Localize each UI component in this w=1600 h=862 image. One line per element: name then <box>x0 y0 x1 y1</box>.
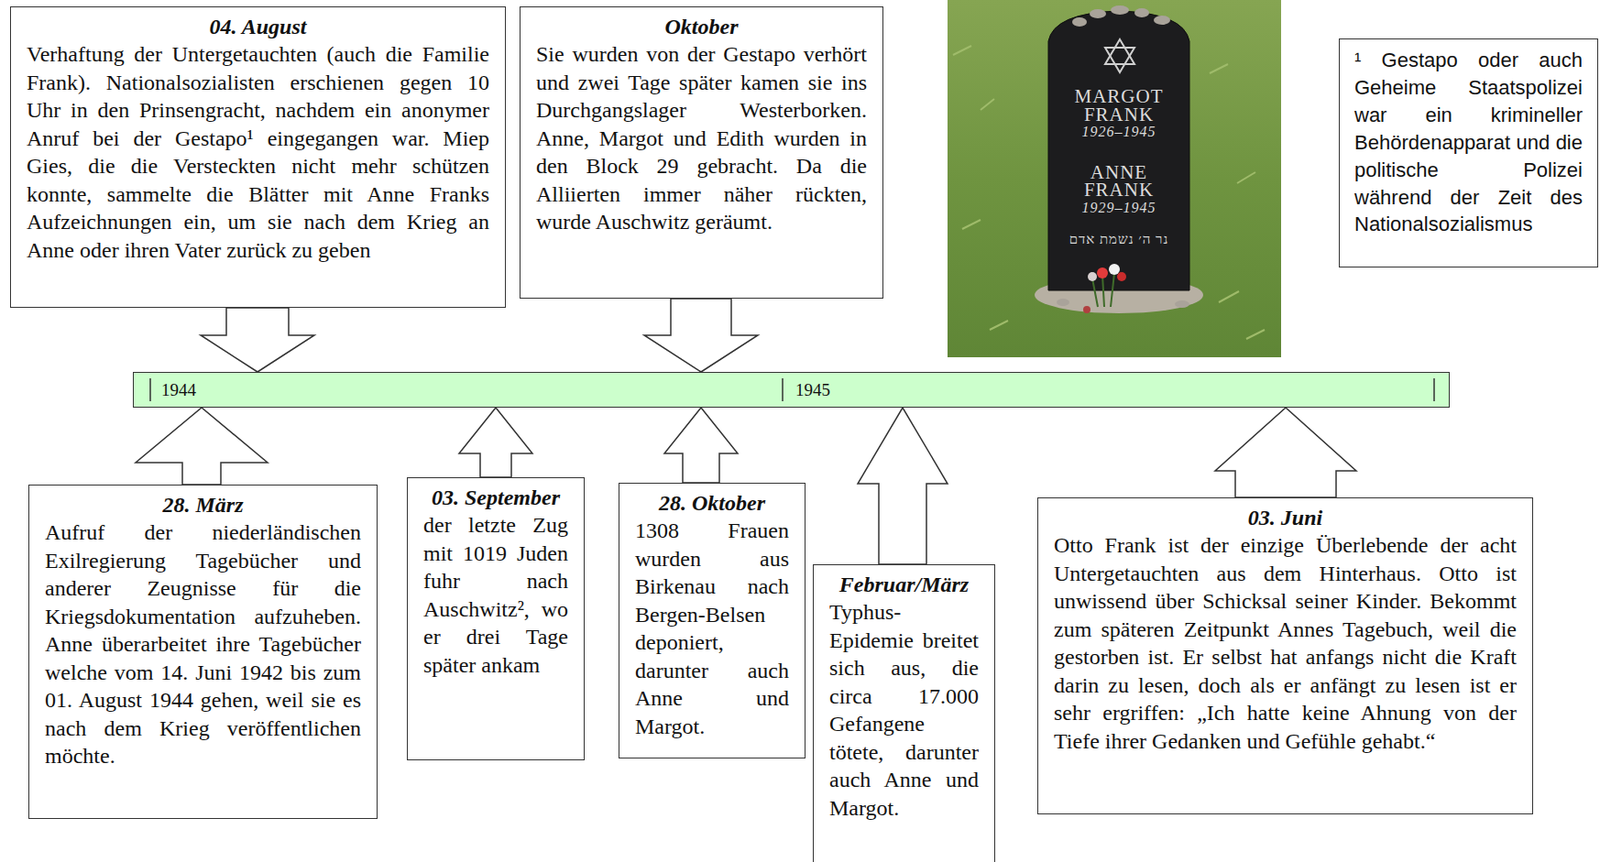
inscription-text: ANNE <box>1048 163 1190 183</box>
timeline-bar: 1944 1945 <box>132 372 1450 408</box>
event-date: Februar/März <box>829 570 979 599</box>
block-arrow <box>664 407 738 483</box>
inscription-text: FRANK <box>1048 105 1190 125</box>
event-date: 03. September <box>423 483 569 512</box>
event-date: 28. März <box>44 491 362 519</box>
grass-ground <box>947 0 1282 358</box>
event-text: Verhaftung der Untergetauchten (auch die… <box>26 40 490 264</box>
inscription-text: FRANK <box>1048 180 1190 200</box>
event-box: OktoberSie wurden von der Gestapo verhör… <box>519 6 884 299</box>
event-date: 28. Oktober <box>635 489 790 517</box>
star-of-david <box>1105 47 1135 73</box>
star-of-david <box>1105 39 1135 65</box>
year-label: 1944 <box>161 380 197 401</box>
inscription-text: נר ה׳ נשמת אדם <box>1048 232 1190 247</box>
event-date: Oktober <box>536 12 867 41</box>
event-text: Typhus-Epidemie breitet sich aus, die ci… <box>829 598 979 822</box>
event-box: 03. JuniOtto Frank ist der einzige Überl… <box>1037 497 1534 815</box>
event-date: 04. August <box>26 12 490 41</box>
tombstone <box>1048 10 1190 291</box>
footnote-box: ¹ Gestapo oder auch Geheime Staatspolize… <box>1338 38 1599 268</box>
pebbles <box>1056 5 1190 308</box>
year-label: 1945 <box>795 380 831 401</box>
event-box: 28. MärzAufruf der niederländischen Exil… <box>28 484 378 820</box>
year-tick <box>149 378 152 402</box>
event-text: Sie wurden von der Gestapo verhört und z… <box>536 40 867 236</box>
event-text: der letzte Zug mit 1019 Juden fuhr nach … <box>423 511 569 680</box>
grass-blades <box>953 45 1265 340</box>
block-arrow <box>200 307 315 373</box>
event-text: 1308 Frauen wurden aus Birkenau nach Ber… <box>635 516 790 741</box>
block-arrow <box>1215 407 1357 498</box>
event-box: 28. Oktober1308 Frauen wurden aus Birken… <box>618 482 806 759</box>
year-tick <box>1433 378 1436 402</box>
event-box: Februar/MärzTyphus-Epidemie breitet sich… <box>812 564 996 862</box>
inscription-text: MARGOT <box>1048 87 1190 107</box>
block-arrow <box>644 298 758 373</box>
flowers <box>1083 263 1127 314</box>
inscription-text: 1929–1945 <box>1048 200 1190 216</box>
block-arrow <box>857 407 948 565</box>
event-text: Otto Frank ist der einzige Überlebende d… <box>1053 531 1517 756</box>
event-box: 03. Septemberder letzte Zug mit 1019 Jud… <box>406 477 585 761</box>
event-date: 03. Juni <box>1053 504 1517 532</box>
block-arrow <box>459 407 533 478</box>
event-text: Aufruf der niederländischen Exilregierun… <box>44 518 362 770</box>
inscription-text: 1926–1945 <box>1048 124 1190 140</box>
event-box: 04. AugustVerhaftung der Untergetauchten… <box>10 6 506 308</box>
footnote-text: ¹ Gestapo oder auch Geheime Staatspolize… <box>1354 46 1583 239</box>
block-arrow <box>135 407 268 485</box>
year-tick <box>781 378 784 402</box>
